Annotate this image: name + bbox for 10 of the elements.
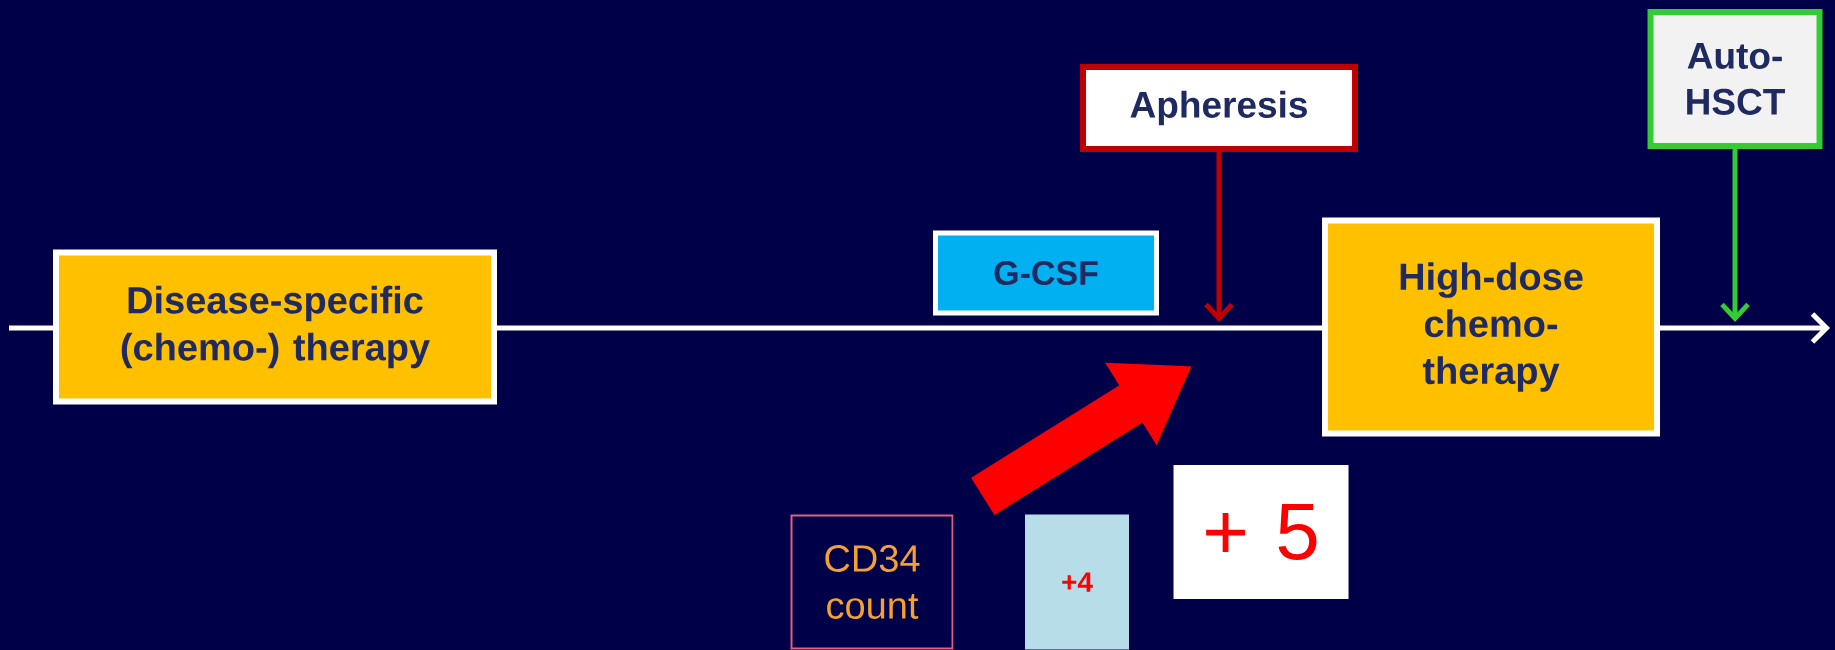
process-box: Apheresis [1080, 64, 1358, 152]
arrow [1204, 152, 1234, 322]
count-box: CD34 count [790, 514, 954, 650]
day-box: +4 [1025, 514, 1129, 650]
therapy-box: Disease-specific (chemo-) therapy [53, 249, 497, 405]
day-box: + 5 [1173, 465, 1349, 599]
process-box: Auto- HSCT [1647, 9, 1823, 149]
therapy-box: High-dose chemo- therapy [1322, 217, 1661, 437]
arrow [1720, 149, 1750, 322]
drug-box: G-CSF [933, 230, 1159, 316]
